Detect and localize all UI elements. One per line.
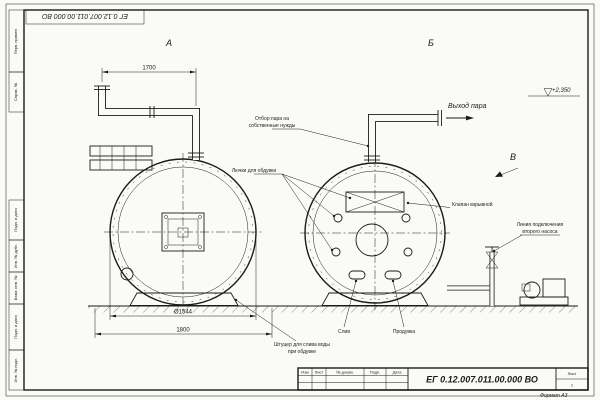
view-label-a: А <box>165 38 172 48</box>
ground <box>88 305 578 313</box>
annotation-hatches: Лючки для обдувки <box>232 168 352 252</box>
note-drain: Слив <box>338 329 350 335</box>
stamp-label: Подп. и дата <box>13 207 18 231</box>
dim-d1544: Ø1544 <box>174 310 193 316</box>
pump-assembly <box>447 246 569 306</box>
stamp-label: Справ. № <box>13 83 18 101</box>
view-b-vessel <box>300 158 450 310</box>
tb-header-dokum: № докум. <box>336 370 354 375</box>
tb-header-izm: Изм <box>301 370 309 375</box>
tb-header-podp: Подп. <box>370 370 381 375</box>
sheet-frame <box>5 3 595 397</box>
view-label-b: Б <box>428 38 434 48</box>
view-b-piping: Выход пара <box>364 102 487 162</box>
dim-diameter: Ø1544 <box>109 240 257 320</box>
dim-pipe-length: 1700 <box>101 66 197 106</box>
tb-header-data: Дата <box>393 370 403 375</box>
note-fitting-line1: Штуцер для слива воды <box>274 342 330 348</box>
stamp-label: Подп. и дата <box>13 314 18 338</box>
level-mark: +2,350 <box>528 88 580 97</box>
dim-1700: 1700 <box>142 66 156 72</box>
format-label: Формат А3 <box>540 393 568 399</box>
annotation-pump-line: Линия подключения второго насоса <box>492 222 564 253</box>
tb-sheet-label: Лист <box>568 371 577 376</box>
note-blowdown: Продувка <box>393 329 415 335</box>
tb-sheet-number: 1 <box>571 383 574 388</box>
annotation-drain-fitting: Штуцер для слива воды при обдувке <box>234 298 330 355</box>
annotation-blowdown: Продувка <box>391 279 415 335</box>
dim-1800: 1800 <box>176 328 190 334</box>
annotation-valve: Клапан взрывной <box>406 201 493 208</box>
view-label-v-text: В <box>510 152 516 162</box>
dim-base: 1800 <box>94 308 273 338</box>
left-stamp-strip: Перв. примен. Справ. № Подп. и дата Инв.… <box>8 9 25 391</box>
stamp-label: Взам. инв. № <box>13 276 18 301</box>
annotation-steam-tap: Отбор пара на собственные нужды <box>249 116 370 148</box>
inverted-designation-box: ЕГ 0.12.007.011.00.000 ВО <box>25 9 145 25</box>
stamp-label: Инв. № подл. <box>13 358 18 383</box>
note-pump-line2: второго насоса <box>522 229 557 235</box>
view-a-vessel <box>89 145 262 311</box>
steam-out-label: Выход пара <box>448 102 487 110</box>
inverted-designation: ЕГ 0.12.007.011.00.000 ВО <box>41 12 128 19</box>
note-fitting-line2: при обдувке <box>288 349 316 355</box>
note-pump-line1: Линия подключения <box>517 222 564 228</box>
note-hatches: Лючки для обдувки <box>232 168 277 174</box>
tb-header-list: Лист <box>315 370 324 375</box>
stamp-label: Перв. примен. <box>13 28 18 55</box>
view-label-v: В <box>495 152 519 177</box>
tb-designation: ЕГ 0.12.007.011.00.000 ВО <box>426 375 538 385</box>
stamp-label: Инв. № дубл. <box>13 244 18 269</box>
annotation-drain: Слив <box>338 279 358 335</box>
note-tap-line1: Отбор пара на <box>255 116 289 122</box>
note-tap-line2: собственные нужды <box>249 123 296 129</box>
note-valve: Клапан взрывной <box>452 201 493 208</box>
view-a-piping <box>94 85 204 160</box>
level-value: +2,350 <box>552 88 571 94</box>
title-block: Изм Лист № докум. Подп. Дата Лист 1 ЕГ 0… <box>297 367 589 391</box>
